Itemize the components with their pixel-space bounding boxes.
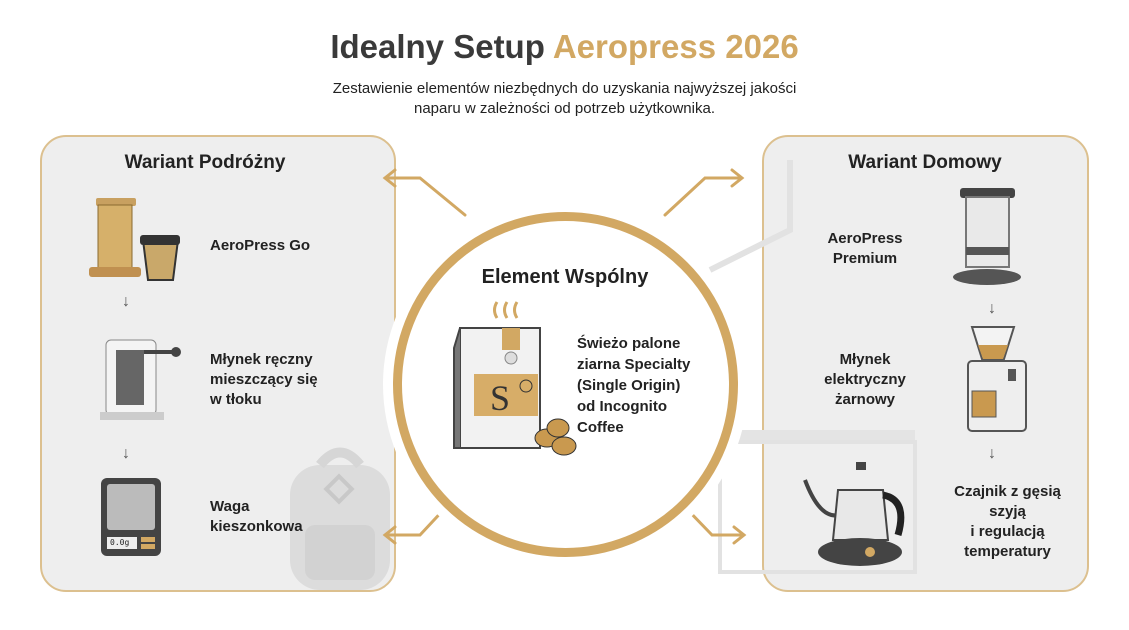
arrow-icon (663, 168, 745, 217)
label-line: Coffee (577, 419, 624, 436)
kitchen-background (708, 160, 917, 574)
label-line: żarnowy (834, 391, 895, 408)
arrow-icon (382, 503, 450, 545)
label-line: mieszczący się (210, 371, 318, 388)
label-line: Czajnik z gęsią (954, 483, 1061, 500)
label-line: AeroPress (827, 230, 903, 247)
label-line: elektryczny (824, 371, 906, 388)
label-line: temperatury (964, 543, 1051, 560)
label-line: AeroPress Go (210, 237, 311, 254)
subtitle-line: naparu w zależności od potrzeb użytkowni… (414, 100, 715, 117)
label-line: Świeżo palone (577, 335, 681, 352)
travel-title: Wariant Podróżny (124, 152, 286, 173)
home-panel (762, 135, 1089, 592)
label-line: szyją (989, 503, 1026, 520)
arrow-icon (382, 168, 467, 217)
home-item-label: Czajnik z gęsią szyją i regulacją temperatu… (935, 482, 1080, 562)
label-line: Młynek (839, 351, 891, 368)
aeropress-go-icon (89, 198, 180, 281)
label-line: od Incognito (577, 398, 667, 415)
aeropress-premium-icon (953, 188, 1021, 285)
page-title: Idealny Setup Aeropress 2026 (0, 28, 1129, 66)
common-element-circle (393, 212, 738, 557)
home-title: Wariant Domowy (848, 152, 1002, 173)
common-label: Świeżo palone ziarna Specialty (Single Ori… (577, 333, 690, 438)
label-line: Młynek ręczny (210, 351, 313, 368)
arrow-down-icon: ↓ (988, 300, 996, 317)
backpack-icon (290, 447, 390, 590)
label-line: Waga (210, 498, 250, 515)
pocket-scale-icon (101, 478, 161, 556)
subtitle-line: Zestawienie elementów niezbędnych do uzy… (332, 80, 797, 97)
label-line: w tłoku (210, 391, 262, 408)
subtitle: Zestawienie elementów niezbędnych do uzy… (0, 79, 1129, 119)
arrow-icon (681, 503, 747, 545)
home-item-label: Młynek elektryczny żarnowy (800, 350, 930, 410)
arrow-down-icon: ↓ (122, 293, 130, 310)
travel-item-label: Młynek ręczny mieszczący się w tłoku (210, 350, 318, 410)
arrow-down-icon: ↓ (988, 445, 996, 462)
coffee-bag-icon: S (453, 301, 577, 456)
label-line: (Single Origin) (577, 377, 681, 394)
label-line: kieszonkowa (210, 518, 303, 535)
arrow-down-icon: ↓ (122, 445, 130, 462)
title-accent: Aeropress 2026 (552, 28, 799, 65)
travel-item-label: AeroPress Go (210, 236, 310, 256)
gooseneck-kettle-icon (803, 462, 905, 566)
label-line: Premium (832, 250, 898, 267)
hand-grinder-icon (100, 339, 181, 420)
bag-letter: S (490, 378, 510, 418)
electric-grinder-icon (967, 326, 1027, 432)
title-main: Idealny Setup (330, 28, 545, 65)
scale-display: 0.0g (110, 538, 130, 547)
travel-item-label: Waga kieszonkowa (210, 497, 303, 537)
label-line: ziarna Specialty (577, 356, 691, 373)
label-line: i regulacją (970, 523, 1045, 540)
common-title: Element Wspólny (481, 266, 649, 288)
